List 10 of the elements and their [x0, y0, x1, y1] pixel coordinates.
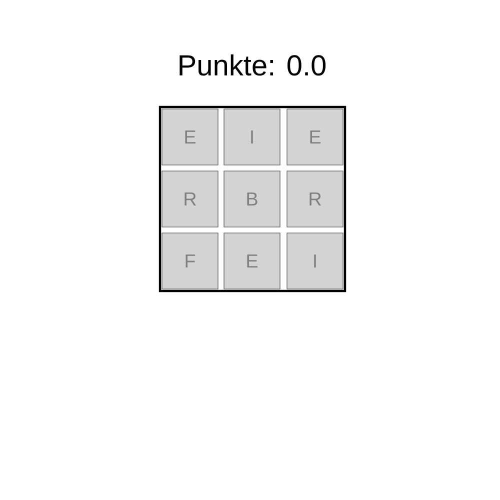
letter-tile: R — [286, 170, 344, 228]
letter-tile: F — [162, 232, 218, 290]
letter-tile: R — [162, 170, 218, 228]
letter-tile: B — [224, 170, 280, 228]
letter-tile: I — [286, 232, 344, 290]
letter-tile: I — [224, 108, 280, 166]
letter-tile: E — [224, 232, 280, 290]
letter-tile: E — [162, 108, 218, 166]
letter-tile: E — [286, 108, 344, 166]
score-title: Punkte: 0.0 — [180, 54, 326, 76]
